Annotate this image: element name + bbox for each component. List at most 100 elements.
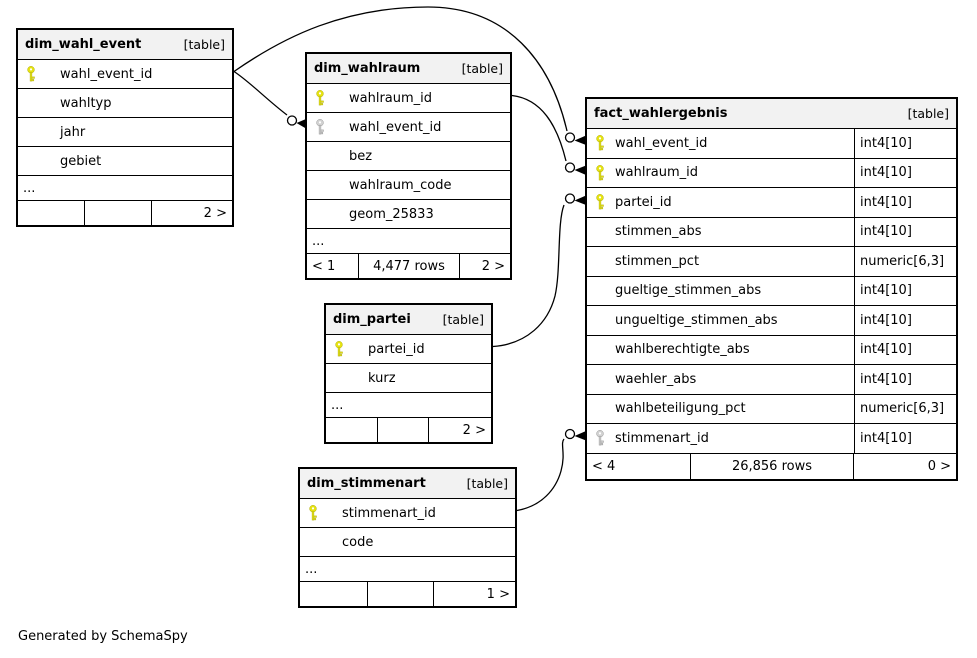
column-type: int4[10] [854, 424, 956, 453]
ellipsis-row: ... [300, 556, 515, 581]
column-row-stimmen_pct: stimmen_pct numeric[6,3] [587, 246, 956, 276]
column-name: stimmen_pct [615, 253, 700, 269]
column-type: int4[10] [854, 217, 956, 246]
column-row-stimmenart_id: stimmenart_id [300, 498, 515, 527]
column-row-wahlberechtigte_abs: wahlberechtigte_abs int4[10] [587, 334, 956, 364]
column-row-wahlraum_id: wahlraum_id int4[10] [587, 157, 956, 187]
table-footer: < 1 4,477 rows 2 > [307, 253, 510, 278]
foreign-key-icon [596, 430, 604, 446]
column-name: partei_id [615, 194, 672, 210]
column-name: wahltyp [60, 95, 112, 111]
column-name: wahlraum_code [349, 177, 452, 193]
footer-parents-count: < 1 [312, 258, 336, 274]
column-row-partei_id: partei_id int4[10] [587, 187, 956, 217]
primary-key-icon [596, 135, 604, 151]
table-dim_stimmenart: dim_stimmenart [table] stimmenart_id cod… [298, 467, 517, 608]
table-footer: < 4 26,856 rows 0 > [587, 452, 956, 479]
footer-rows-count [366, 582, 434, 606]
column-name: ungueltige_stimmen_abs [615, 312, 778, 328]
table-header-fact_wahlergebnis[interactable]: fact_wahlergebnis [table] [587, 99, 956, 128]
column-row-wahl_event_id: wahl_event_id [307, 112, 510, 141]
footer-related-count: 2 > [459, 254, 510, 278]
column-type: int4[10] [854, 335, 956, 364]
column-row-geom_25833: geom_25833 [307, 199, 510, 228]
primary-key-icon [335, 341, 343, 357]
table-dim_wahlraum: dim_wahlraum [table] wahlraum_id wahl_ev… [305, 52, 512, 280]
table-footer: 2 > [326, 417, 491, 442]
primary-key-icon [596, 164, 604, 181]
primary-key-icon [27, 66, 35, 82]
column-row-bez: bez [307, 141, 510, 170]
footer-related-count: 2 > [428, 418, 491, 442]
column-name: wahl_event_id [60, 66, 153, 82]
table-name[interactable]: fact_wahlergebnis [594, 106, 728, 121]
column-row-waehler_abs: waehler_abs int4[10] [587, 364, 956, 394]
column-name: stimmen_abs [615, 224, 702, 240]
column-name: wahlraum_id [615, 165, 699, 181]
column-name: wahl_event_id [615, 135, 708, 151]
primary-key-icon [309, 505, 317, 521]
column-name: stimmenart_id [342, 505, 436, 521]
table-type-badge: [table] [442, 312, 484, 327]
relation-curve-wahlraum-to-fact [511, 94, 567, 162]
column-name: code [342, 534, 374, 550]
table-header-dim_partei[interactable]: dim_partei [table] [326, 305, 491, 334]
table-footer: 1 > [300, 581, 515, 606]
column-row-gueltige_stimmen_abs: gueltige_stimmen_abs int4[10] [587, 275, 956, 305]
footer-left [326, 418, 377, 442]
table-fact_wahlergebnis: fact_wahlergebnis [table] wahl_event_id … [585, 97, 958, 481]
column-name: kurz [368, 370, 396, 386]
column-type: numeric[6,3] [854, 247, 956, 276]
column-type: int4[10] [854, 276, 956, 305]
footer-related-count: 0 > [852, 453, 956, 479]
zero-many-endpoint-fact-stimmenart-id [564, 428, 586, 441]
column-row-wahlraum_id: wahlraum_id [307, 83, 510, 112]
column-row-wahltyp: wahltyp [18, 88, 232, 117]
table-name[interactable]: dim_wahlraum [314, 61, 421, 76]
column-row-wahlbeteiligung_pct: wahlbeteiligung_pct numeric[6,3] [587, 393, 956, 423]
table-type-badge: [table] [461, 61, 503, 76]
column-row-kurz: kurz [326, 363, 491, 392]
column-row-wahlraum_code: wahlraum_code [307, 170, 510, 199]
column-name: partei_id [368, 341, 425, 357]
zero-many-endpoint-fact-wahl-event-id [564, 132, 586, 145]
column-type: int4[10] [854, 306, 956, 335]
table-header-dim_wahlraum[interactable]: dim_wahlraum [table] [307, 54, 510, 83]
column-name: wahlbeteiligung_pct [615, 401, 746, 417]
column-row-wahl_event_id: wahl_event_id [18, 59, 232, 88]
column-name: gebiet [60, 153, 102, 169]
column-type: int4[10] [854, 158, 956, 187]
footer-left [300, 582, 367, 606]
column-type: int4[10] [854, 188, 956, 217]
footer-rows-count: 26,856 rows [690, 453, 852, 479]
column-name: wahlraum_id [349, 90, 433, 106]
column-name: wahl_event_id [349, 119, 442, 135]
table-name[interactable]: dim_partei [333, 312, 411, 327]
column-type: numeric[6,3] [854, 394, 956, 423]
table-header-dim_wahl_event[interactable]: dim_wahl_event [table] [18, 30, 232, 59]
table-header-dim_stimmenart[interactable]: dim_stimmenart [table] [300, 469, 515, 498]
table-name[interactable]: dim_wahl_event [25, 37, 142, 52]
column-row-wahl_event_id: wahl_event_id int4[10] [587, 128, 956, 158]
footer-rows-count: 4,477 rows [357, 254, 460, 278]
relation-curve-wahl-event-to-fact [233, 6, 568, 132]
zero-many-endpoint-wahlraum-wahl-event-id [286, 115, 306, 129]
column-row-stimmen_abs: stimmen_abs int4[10] [587, 216, 956, 246]
primary-key-icon [316, 90, 324, 106]
primary-key-icon [596, 194, 604, 210]
ellipsis-row: ... [326, 392, 491, 417]
relation-curve-wahl-event-to-wahlraum [233, 70, 288, 116]
table-footer: 2 > [18, 200, 232, 225]
relation-curve-partei-to-fact [492, 204, 565, 348]
table-type-badge: [table] [466, 476, 508, 491]
table-name[interactable]: dim_stimmenart [307, 476, 426, 491]
table-dim_partei: dim_partei [table] partei_id kurz ... 2 … [324, 303, 493, 444]
footer-rows-count [84, 201, 150, 225]
column-name: bez [349, 148, 373, 164]
relation-curve-stimmenart-to-fact [516, 438, 565, 512]
zero-many-endpoint-fact-wahlraum-id [564, 162, 586, 175]
ellipsis-row: ... [18, 175, 232, 200]
generated-by-credit: Generated by SchemaSpy [18, 629, 188, 644]
column-row-code: code [300, 527, 515, 556]
